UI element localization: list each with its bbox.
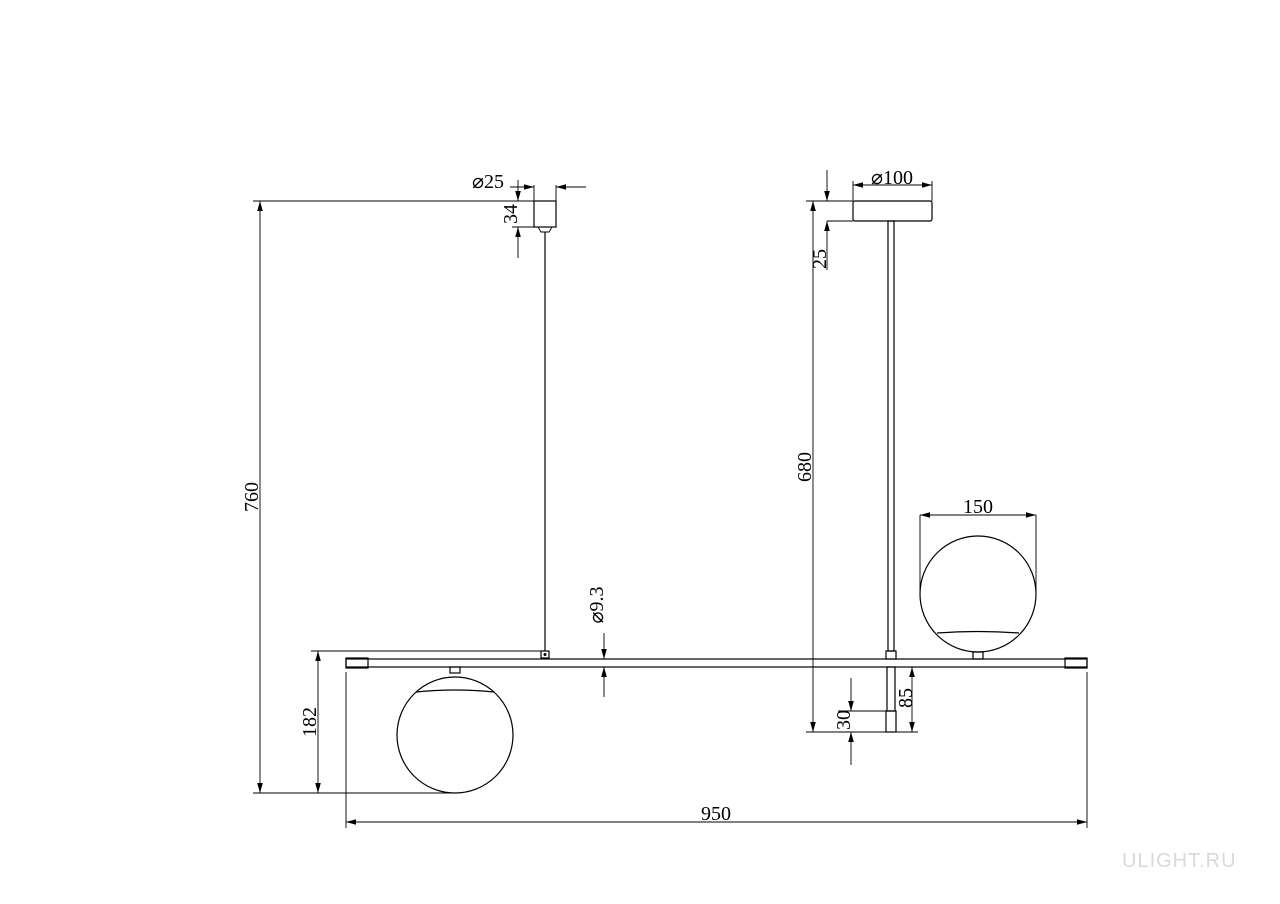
label-stem-long: 85 bbox=[895, 688, 917, 708]
support-rod bbox=[887, 220, 895, 652]
upper-globe bbox=[919, 535, 1037, 653]
label-total-width: 950 bbox=[701, 803, 731, 825]
label-small-canopy-diameter: ⌀25 bbox=[472, 171, 504, 193]
lower-stem bbox=[886, 666, 896, 712]
label-stem-short: 30 bbox=[833, 710, 855, 730]
lower-globe bbox=[396, 676, 514, 794]
label-small-canopy-height: 34 bbox=[500, 204, 522, 224]
label-rod-length: 680 bbox=[794, 452, 816, 482]
label-tube-diameter: ⌀9.3 bbox=[586, 586, 608, 623]
lamp-body bbox=[345, 200, 1088, 794]
horizontal-tube bbox=[345, 658, 1088, 668]
label-globe-diameter: 150 bbox=[963, 496, 993, 518]
watermark: ULIGHT.RU bbox=[1122, 850, 1237, 872]
label-drop-to-bar: 182 bbox=[299, 707, 321, 737]
large-canopy bbox=[852, 200, 933, 222]
dimension-lines bbox=[253, 170, 1088, 828]
label-large-canopy-height: 25 bbox=[809, 249, 831, 269]
dimension-labels: 760 182 950 ⌀25 34 ⌀100 25 680 30 85 ⌀9.… bbox=[241, 167, 993, 825]
label-large-canopy-diameter: ⌀100 bbox=[871, 167, 913, 189]
label-overall-height: 760 bbox=[241, 482, 263, 512]
small-canopy bbox=[533, 200, 557, 228]
